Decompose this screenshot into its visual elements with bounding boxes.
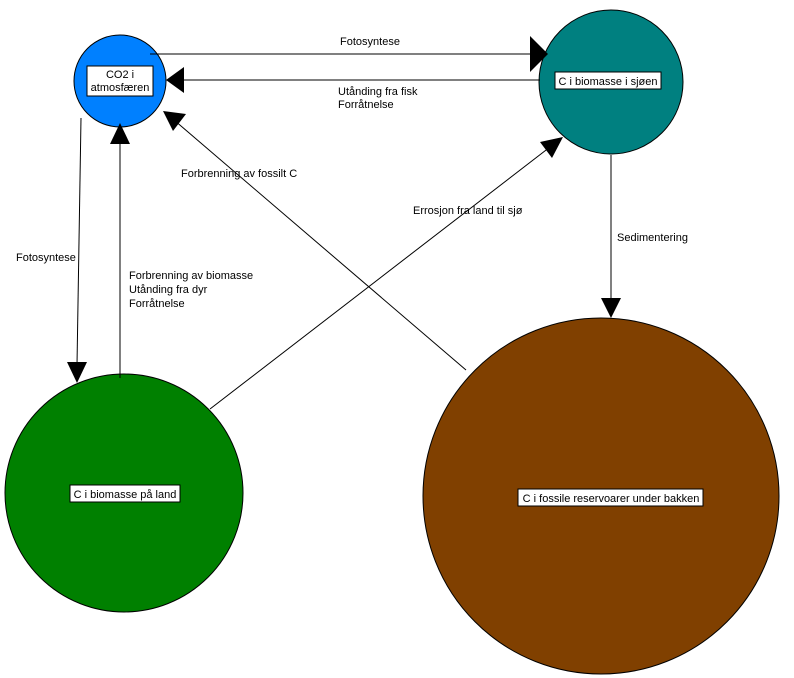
edge-atm-to-land-line — [76, 117, 82, 366]
sea-label-line-1: C i biomasse i sjøen — [558, 76, 657, 88]
edge-sea-to-fossil-label: Sedimentering — [617, 232, 688, 244]
sea-label-box — [554, 71, 662, 90]
land-to-sea-arrowhead — [540, 137, 563, 158]
edge-sea-to-atm-label-line-2: Forråtnelse — [338, 99, 394, 111]
atmosphere-label-box — [86, 65, 154, 97]
edge-land-to-atm-label-line-1: Forbrenning av biomasse — [129, 270, 253, 282]
atmosphere-label-line-2: atmosfæren — [91, 82, 150, 94]
edge-fossil-to-atm-line — [173, 119, 467, 371]
edge-sea-to-atm-label-line-1: Utånding fra fisk — [338, 86, 418, 98]
atmosphere-label-line-1: CO2 i — [106, 69, 134, 81]
edge-land-to-atm-label-line-2: Utånding fra dyr — [129, 284, 208, 296]
sea-to-atm-arrowhead — [166, 67, 184, 93]
fossil-label-line-1: C i fossile reservoarer under bakken — [523, 493, 700, 505]
edge-land-to-atm-label-line-3: Forråtnelse — [129, 298, 185, 310]
edge-land-to-sea-label: Errosjon fra land til sjø — [413, 205, 523, 217]
edge-fossil-to-atm-label: Forbrenning av fossilt C — [181, 168, 297, 180]
fossil-to-atm-arrowhead — [163, 111, 186, 131]
land-label-line-1: C i biomasse på land — [74, 489, 177, 501]
land-label-box — [69, 484, 181, 503]
edge-land-to-sea-line — [209, 146, 551, 410]
sea-to-fossil-arrowhead — [601, 298, 621, 318]
atm-to-land-arrowhead — [67, 362, 87, 383]
edge-atm-to-sea-label: Fotosyntese — [340, 36, 400, 48]
fossil-label-box — [517, 488, 704, 507]
edge-atm-to-land-label: Fotosyntese — [16, 252, 76, 264]
land-to-atm-arrowhead — [110, 123, 130, 144]
atm-to-sea-arrowhead — [530, 36, 548, 72]
